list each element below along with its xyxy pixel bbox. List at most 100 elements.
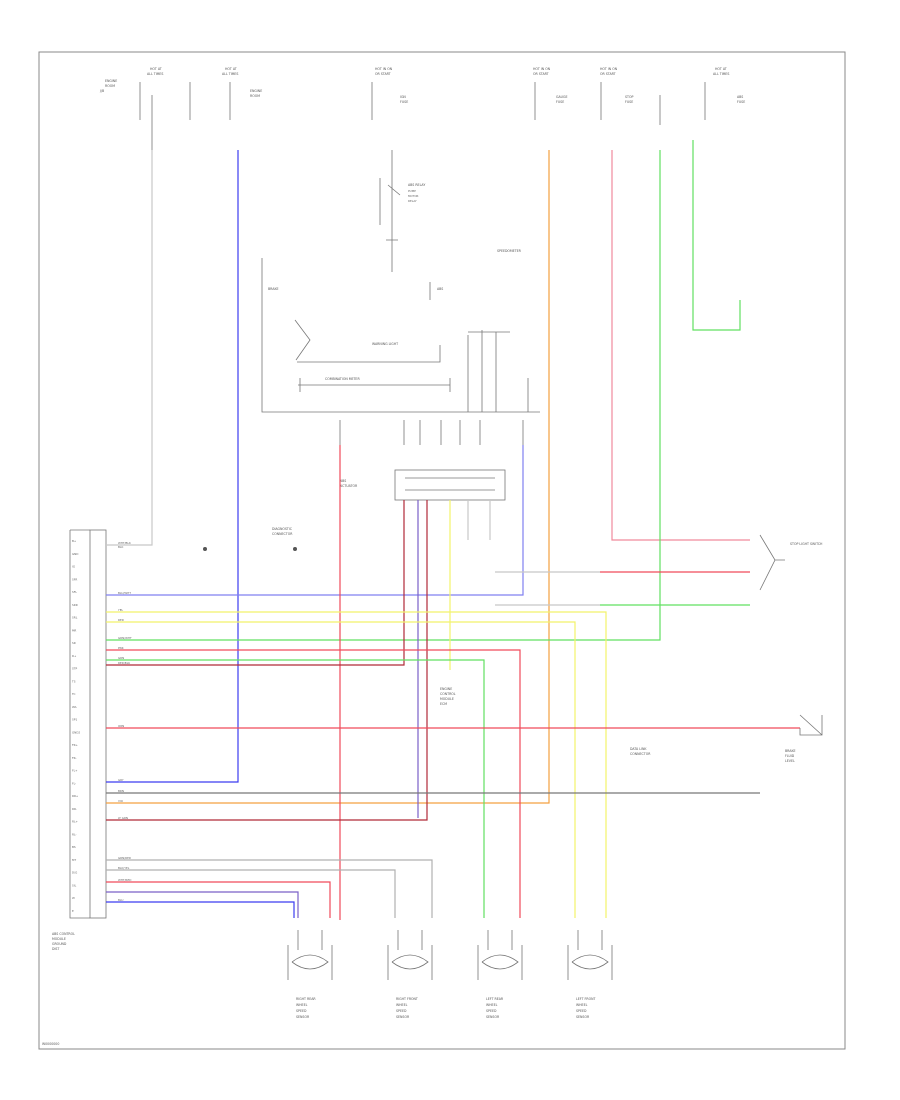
- combination-meter-block: BRAKE ABS WARNING LIGHT COMBINATION METE…: [261, 249, 540, 445]
- sensor-label-line: WHEEL: [486, 1003, 498, 1007]
- module-pin-label: W: [72, 896, 75, 900]
- fuse-5-line-4: FUSE: [625, 100, 633, 104]
- combination-meter-label: COMBINATION METER: [325, 377, 360, 381]
- wire-color-tag: BLU/WHT: [118, 591, 131, 595]
- module-pin-label: R+: [72, 654, 77, 658]
- module-pin-label: RR+: [72, 794, 79, 798]
- wire-blue-rr: [106, 901, 295, 918]
- fuse-2-line-4: ROOM: [250, 94, 260, 98]
- sensor-label-line: WHEEL: [296, 1003, 308, 1007]
- module-pin-label: FR+: [72, 743, 79, 747]
- module-pin-label: TC: [71, 692, 76, 696]
- module-pin-label: FR-: [72, 756, 76, 760]
- wire-color-labels: WHT/BLKBLKBLU/WHTYELREDGRN/WHTPNKGRNRED/…: [118, 541, 132, 902]
- wire-darkred-1: [106, 500, 405, 666]
- fuse-4-line-1: HOT IN ON: [533, 67, 551, 71]
- module-pin-label: WA: [72, 705, 77, 709]
- sensor-label-line: SPEED: [576, 1009, 587, 1013]
- sensor-label-line: SENSOR: [296, 1015, 310, 1019]
- fuse-5-line-1: HOT IN ON: [600, 67, 618, 71]
- wire-color-tag: RED/BLK: [118, 661, 130, 665]
- ground-line-2: DIST: [52, 947, 59, 951]
- wire-color-tag: WHT/RED: [118, 878, 131, 882]
- wire-gray-right: [495, 571, 600, 606]
- actuator-line-2: ACTUATOR: [340, 484, 358, 488]
- fuse-3-line-1: HOT IN ON: [375, 67, 393, 71]
- fuse-2-line-1: HOT AT: [225, 67, 237, 71]
- stop-light-switch-label: STOP LIGHT SWITCH: [790, 542, 823, 546]
- wire-color-tag: YEL: [118, 608, 123, 612]
- actuator-line-1: ABS: [340, 479, 346, 483]
- wire-gray-bottom: [106, 859, 433, 918]
- wire-color-tag: VIO: [118, 799, 124, 803]
- sensor-label-line: WHEEL: [396, 1003, 408, 1007]
- wire-green-fuse5: [106, 150, 661, 641]
- warning-light-label: WARNING LIGHT: [372, 342, 398, 346]
- wires: [106, 140, 800, 920]
- ground-line-1: GROUND: [52, 942, 67, 946]
- module-pin-label: SRR: [72, 603, 78, 607]
- wire-darkred-2: [106, 500, 428, 821]
- ecm-line-2: CONTROL: [440, 692, 456, 696]
- module-pin-label: IG: [72, 565, 75, 569]
- ecm-line-4: ECM: [440, 702, 447, 706]
- fuse-5-line-3: STOP: [625, 95, 633, 99]
- sensor-label-line: SENSOR: [396, 1015, 410, 1019]
- sensor-label-line: SPEED: [396, 1009, 407, 1013]
- fuse-1-line-1: HOT AT: [150, 67, 162, 71]
- ecm-block: ENGINE CONTROL MODULE ECM: [440, 687, 456, 706]
- module-pin-label: SIL: [72, 884, 77, 888]
- stop-light-switch-block: STOP LIGHT SWITCH: [759, 534, 823, 591]
- sensor-right-front: RIGHT FRONT WHEEL SPEED SENSOR: [387, 930, 433, 1019]
- fuse-4-line-2: OR START: [533, 72, 549, 76]
- wire-gray-stubs: [467, 500, 491, 540]
- sensor-label-line: RIGHT REAR: [296, 997, 316, 1001]
- wire-red-sensor: [106, 649, 521, 918]
- data-link-connector-block: DATA LINK CONNECTOR: [630, 747, 651, 756]
- fuse-2: HOT AT ALL TIMES ENGINE ROOM: [222, 67, 262, 120]
- wire-color-tag: WHT/BLK: [118, 541, 131, 545]
- wire-color-tag: GRN/RED: [118, 856, 131, 860]
- diagnostic-line-2: CONNECTOR: [272, 532, 293, 536]
- abs-label: ABS: [437, 287, 443, 291]
- fuse-6-line-4: FUSE: [737, 100, 745, 104]
- abs-relay-block: ABS RELAY PUMP MOTOR RELAY: [379, 150, 425, 272]
- fuse-3-line-2: OR START: [375, 72, 391, 76]
- fuse-1-line-3: ENGINE: [105, 79, 117, 83]
- abs-control-module: ABS CONTROL MODULE GROUND DIST B+GNDIGSF…: [52, 529, 107, 951]
- speedometer-label: SPEEDOMETER: [497, 249, 522, 253]
- module-pin-label: GND2: [72, 730, 80, 734]
- wire-red-rr: [106, 881, 331, 918]
- wire-color-tag: BLU: [118, 898, 123, 902]
- module-pin-label: B+: [72, 539, 77, 543]
- ecm-line-1: ENGINE: [440, 687, 452, 691]
- module-pin-label: SFR: [72, 577, 77, 581]
- sensor-label-line: SENSOR: [486, 1015, 500, 1019]
- module-pin-label: TS: [71, 679, 76, 683]
- wire-yellow-2: [106, 611, 607, 918]
- sensor-label-line: RIGHT FRONT: [396, 997, 418, 1001]
- module-pin-label: MT: [72, 858, 76, 862]
- fuse-6-line-1: HOT AT: [715, 67, 727, 71]
- wire-green-sensor: [106, 659, 485, 918]
- abs-actuator-block: ABS ACTUATOR: [340, 469, 506, 501]
- wire-color-tag: GRY: [118, 778, 124, 782]
- module-pin-label: FL+: [72, 769, 78, 773]
- fuse-6-line-3: ABS: [737, 95, 743, 99]
- wire-color-tag: LT GRN: [118, 816, 128, 820]
- wire-yellow-3: [106, 621, 576, 918]
- module-pin-label: STP: [72, 667, 77, 671]
- fuse-4: HOT IN ON OR START GAUGE FUSE: [533, 67, 567, 120]
- fuse-3: HOT IN ON OR START IGN FUSE: [371, 67, 408, 120]
- diagnostic-line-1: DIAGNOSTIC: [272, 527, 293, 531]
- fuse-5-line-2: OR START: [600, 72, 616, 76]
- sensor-label-line: SENSOR: [576, 1015, 590, 1019]
- fuse-2-line-3: ENGINE: [250, 89, 262, 93]
- pump-relay-line-3: RELAY: [408, 199, 417, 203]
- fuse-6: HOT AT ALL TIMES ABS FUSE: [704, 67, 745, 120]
- module-pin-label: D/G: [72, 871, 77, 875]
- fuse-4-line-3: GAUGE: [556, 95, 567, 99]
- sensor-label-line: WHEEL: [576, 1003, 588, 1007]
